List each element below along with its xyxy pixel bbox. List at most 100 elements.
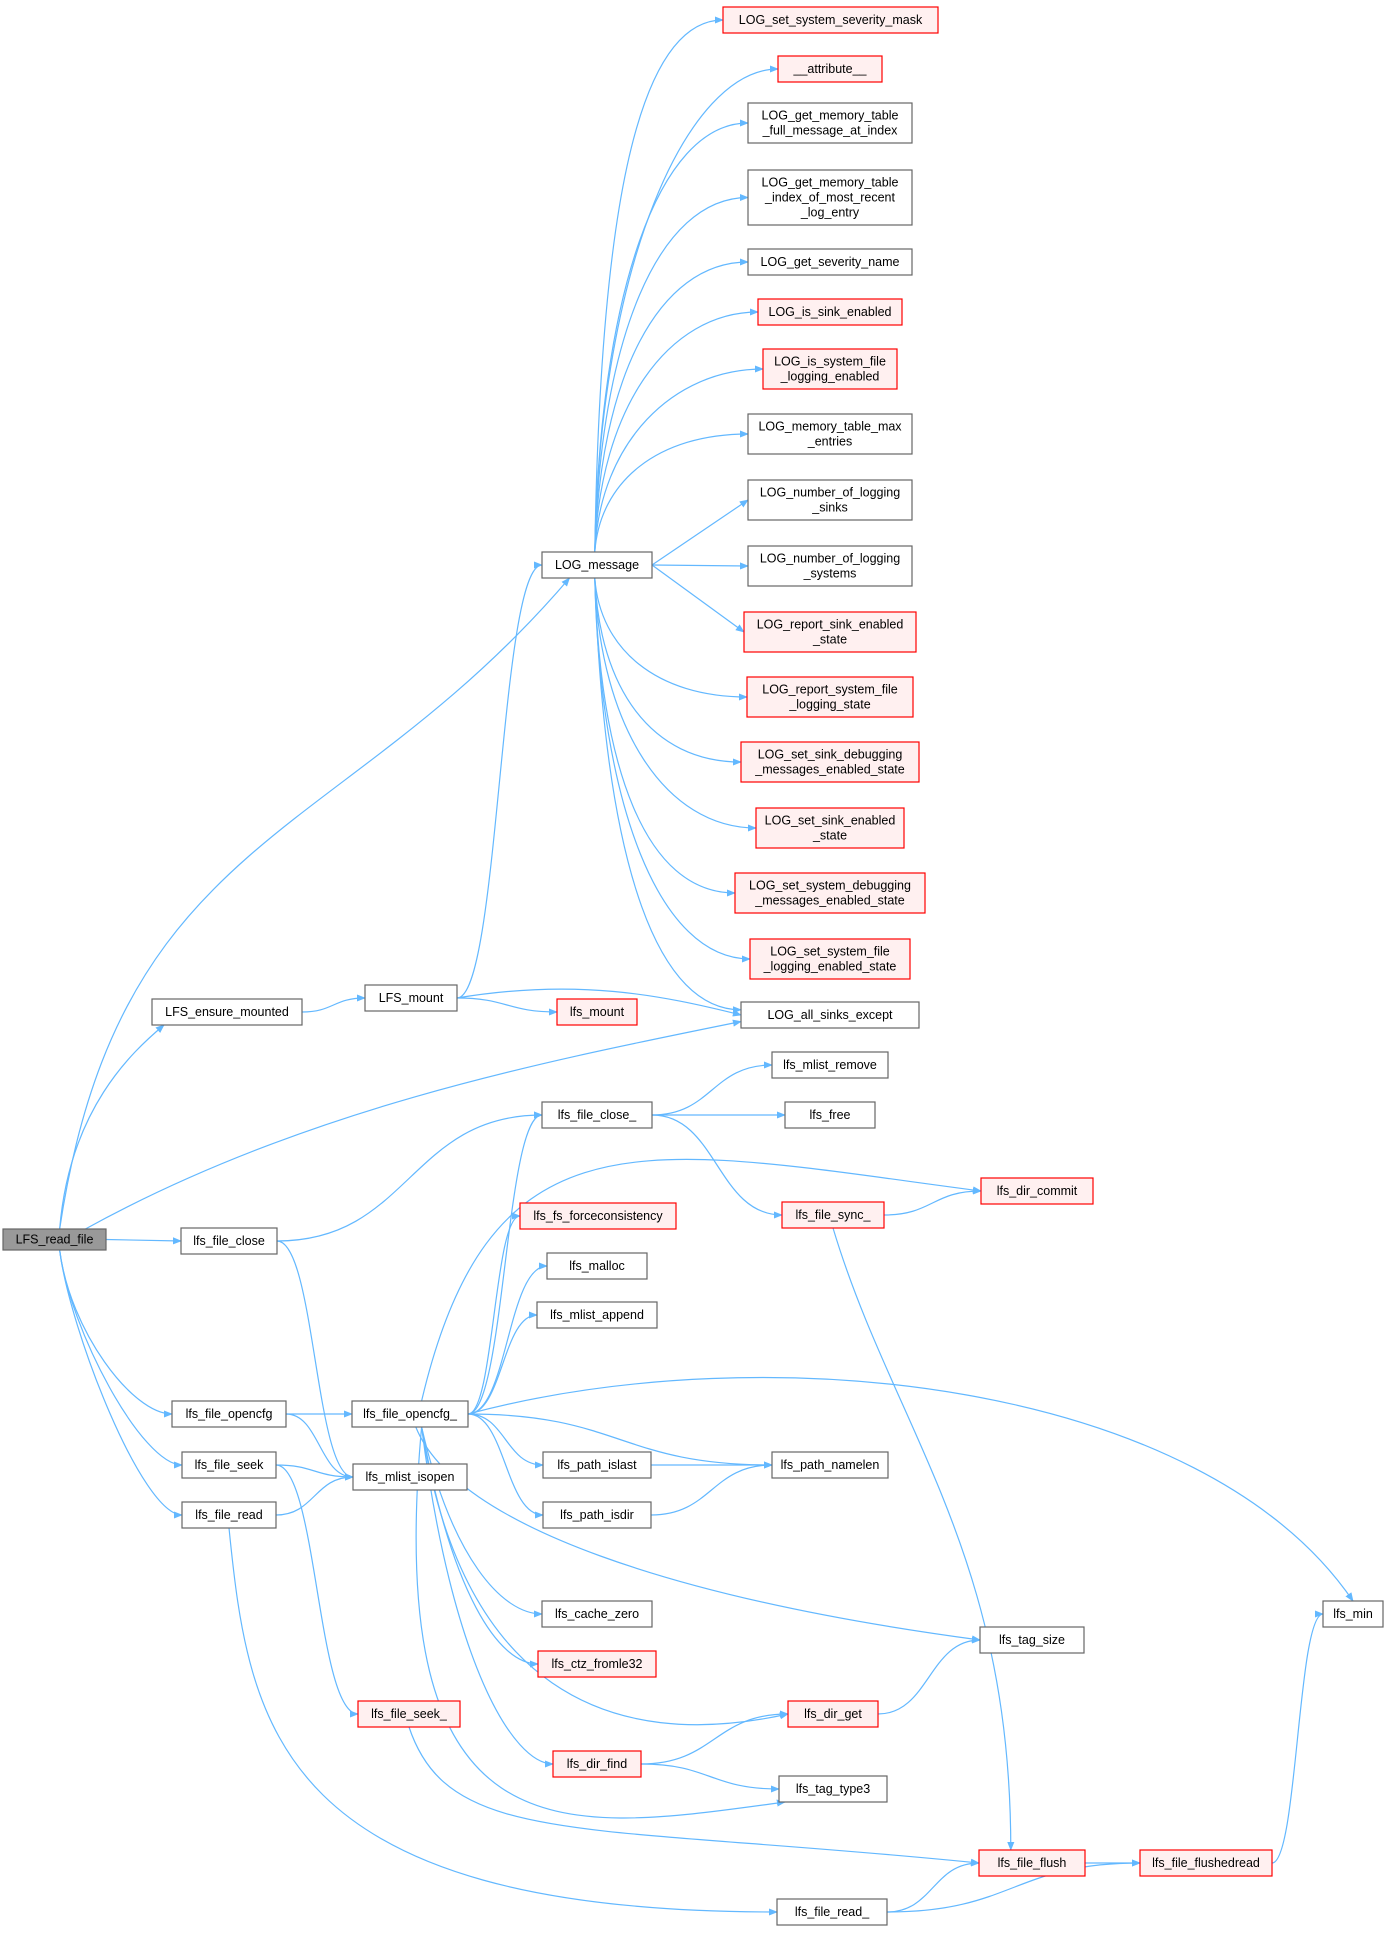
node-box [777,55,883,83]
node-box [151,998,303,1026]
node-label: lfs_file_sync_ [795,1208,871,1222]
edge-fclose-to-isopen [276,1240,354,1481]
node-label: _log_entry [800,206,860,220]
node-memidx[interactable]: LOG_get_memory_table_index_of_most_recen… [747,169,913,226]
node-repsink[interactable]: LOG_report_sink_enabled_state [743,611,917,653]
node-mlappend[interactable]: lfs_mlist_append [536,1301,658,1329]
node-label: _logging_enabled_state [763,960,897,974]
node-forcecons[interactable]: lfs_fs_forceconsistency [519,1202,677,1230]
node-label: lfs_file_opencfg_ [363,1407,458,1421]
node-label: lfs_dir_find [567,1757,627,1771]
node-mount[interactable]: LFS_mount [364,984,458,1012]
edge-fopencfg_-to-forcecons [467,1212,521,1415]
node-dirget[interactable]: lfs_dir_get [787,1700,879,1728]
node-ensure[interactable]: LFS_ensure_mounted [151,998,303,1026]
node-fclose_[interactable]: lfs_file_close_ [541,1101,653,1129]
node-box [1139,1849,1273,1877]
node-box [542,1451,652,1479]
node-box [743,611,917,653]
node-fsync[interactable]: lfs_file_sync_ [781,1201,885,1229]
node-memfull[interactable]: LOG_get_memory_table_full_message_at_ind… [747,102,913,144]
node-fopencfg_[interactable]: lfs_file_opencfg_ [351,1400,469,1428]
node-mlremove[interactable]: lfs_mlist_remove [771,1051,889,1079]
node-fseek[interactable]: lfs_file_seek [181,1451,277,1479]
node-box [351,1400,469,1428]
node-fflushedread[interactable]: lfs_file_flushedread [1139,1849,1273,1877]
node-label: lfs_file_close [193,1234,265,1248]
node-box [180,1227,278,1255]
node-label: LOG_set_sink_enabled [765,814,896,828]
node-isopen[interactable]: lfs_mlist_isopen [352,1463,468,1491]
node-numsys[interactable]: LOG_number_of_logging_systems [747,545,913,587]
node-label: LOG_number_of_logging [760,552,900,566]
node-fflush[interactable]: lfs_file_flush [978,1849,1086,1877]
nodes-layer: LFS_read_file LFS_ensure_mounted LFS_mount… [2,6,1384,1926]
node-ctz[interactable]: lfs_ctz_fromle32 [537,1650,657,1678]
node-box [747,413,913,455]
node-logmsg[interactable]: LOG_message [541,551,653,579]
node-box [357,1700,461,1728]
node-box [542,1501,652,1529]
node-label: _messages_enabled_state [754,894,904,908]
node-label: lfs_dir_get [804,1707,862,1721]
node-label: LOG_number_of_logging [760,486,900,500]
node-dircommit[interactable]: lfs_dir_commit [980,1177,1094,1205]
node-box [746,676,914,718]
node-lmin[interactable]: lfs_min [1322,1600,1384,1628]
node-label: LFS_ensure_mounted [165,1005,289,1019]
node-box [747,102,913,144]
node-label: _messages_enabled_state [754,763,904,777]
node-tagsize[interactable]: lfs_tag_size [979,1626,1085,1654]
edge-mount-to-allsinks [456,988,742,1017]
node-setsinkdbg[interactable]: LOG_set_sink_debugging_messages_enabled_… [740,741,920,783]
edge-logmsg-to-numsys [651,562,749,570]
node-box [747,248,913,276]
node-sysfile[interactable]: LOG_is_system_file_logging_enabled [762,348,898,390]
node-setsysdbg[interactable]: LOG_set_system_debugging_messages_enable… [734,872,926,914]
node-fseek_[interactable]: lfs_file_seek_ [357,1700,461,1728]
node-lfsmount[interactable]: lfs_mount [556,998,638,1026]
node-lfree[interactable]: lfs_free [784,1101,876,1129]
node-pnamelen[interactable]: lfs_path_namelen [771,1451,889,1479]
node-label: LOG_all_sinks_except [767,1008,893,1022]
node-label: LFS_mount [379,991,444,1005]
node-tagtype3[interactable]: lfs_tag_type3 [778,1775,888,1803]
node-sinken[interactable]: LOG_is_sink_enabled [757,298,903,326]
node-box [364,984,458,1012]
edge-fseek_-to-fflush [408,1726,980,1866]
node-malloc[interactable]: lfs_malloc [546,1252,648,1280]
node-fread_[interactable]: lfs_file_read_ [776,1898,888,1926]
node-box [778,1775,888,1803]
node-dirfind[interactable]: lfs_dir_find [552,1750,642,1778]
node-allsinks[interactable]: LOG_all_sinks_except [740,1001,920,1029]
node-label: _entries [807,435,852,449]
node-label: lfs_file_seek_ [371,1707,448,1721]
node-box [771,1051,889,1079]
edge-logmsg-to-setsysfile [594,577,751,963]
node-fopencfg[interactable]: lfs_file_opencfg [171,1400,287,1428]
edge-dirfind-to-dirget [640,1710,789,1765]
node-fclose[interactable]: lfs_file_close [180,1227,278,1255]
node-label: lfs_file_opencfg [186,1407,273,1421]
node-setsinken[interactable]: LOG_set_sink_enabled_state [755,807,905,849]
node-box [978,1849,1086,1877]
edge-dirfind-to-tagtype3 [640,1763,780,1793]
node-box [171,1400,287,1428]
node-fread[interactable]: lfs_file_read [181,1501,277,1529]
node-setsysfile[interactable]: LOG_set_system_file_logging_enabled_stat… [749,938,911,980]
edge-logmsg-to-numsinks [651,499,749,566]
node-attr[interactable]: __attribute__ [777,55,883,83]
node-repsys[interactable]: LOG_report_system_file_logging_state [746,676,914,718]
edge-root-to-allsinks [85,1019,742,1230]
node-setsev[interactable]: LOG_set_system_severity_mask [722,6,939,34]
node-numsinks[interactable]: LOG_number_of_logging_sinks [747,479,913,521]
node-pisdir[interactable]: lfs_path_isdir [542,1501,652,1529]
node-label: LOG_get_severity_name [761,255,900,269]
edge-fopencfg_-to-fclose_ [467,1111,543,1415]
node-sevname[interactable]: LOG_get_severity_name [747,248,913,276]
node-memmax[interactable]: LOG_memory_table_max_entries [747,413,913,455]
node-box [536,1301,658,1329]
node-root[interactable]: LFS_read_file [2,1228,107,1251]
node-pislast[interactable]: lfs_path_islast [542,1451,652,1479]
node-cachezero[interactable]: lfs_cache_zero [541,1600,653,1628]
